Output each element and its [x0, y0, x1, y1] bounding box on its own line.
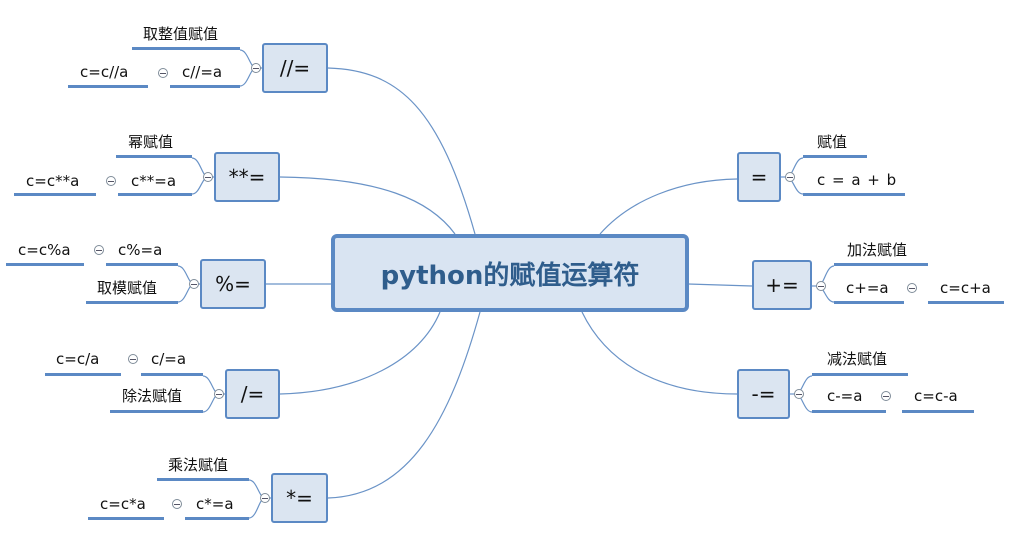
div-desc: 除法赋值 — [122, 387, 183, 405]
collapse-toggle-icon[interactable] — [128, 354, 138, 364]
underline — [132, 47, 240, 50]
assign-desc: 赋值 — [817, 133, 848, 151]
node-div-assign[interactable]: /= — [225, 369, 280, 419]
underline — [834, 301, 904, 304]
mod-right-expr: c%=a — [118, 241, 163, 259]
underline — [803, 193, 905, 196]
underline — [86, 301, 178, 304]
node-floordiv-assign[interactable]: //= — [262, 43, 328, 93]
collapse-toggle-icon[interactable] — [260, 493, 270, 503]
add-right-expr: c=c+a — [940, 279, 991, 297]
collapse-toggle-icon[interactable] — [106, 176, 116, 186]
add-desc: 加法赋值 — [847, 241, 908, 259]
sub-right-expr: c=c-a — [914, 387, 958, 405]
collapse-toggle-icon[interactable] — [907, 283, 917, 293]
underline — [88, 517, 164, 520]
underline — [812, 410, 886, 413]
node-sub-assign[interactable]: -= — [737, 369, 790, 419]
collapse-toggle-icon[interactable] — [172, 499, 182, 509]
floordiv-right-expr: c//=a — [182, 63, 223, 81]
collapse-toggle-icon[interactable] — [794, 389, 804, 399]
floordiv-desc: 取整值赋值 — [143, 25, 219, 43]
underline — [803, 155, 867, 158]
underline — [110, 410, 203, 413]
node-mul-assign[interactable]: *= — [271, 473, 328, 523]
assign-expr: c = a + b — [817, 171, 898, 189]
underline — [902, 410, 974, 413]
node-mul-op: *= — [286, 486, 313, 510]
collapse-toggle-icon[interactable] — [881, 391, 891, 401]
mod-desc: 取模赋值 — [97, 279, 158, 297]
underline — [118, 193, 192, 196]
underline — [141, 373, 203, 376]
mul-desc: 乘法赋值 — [168, 456, 229, 474]
underline — [106, 263, 178, 266]
mod-left-expr: c=c%a — [18, 241, 71, 259]
underline — [68, 85, 148, 88]
node-floordiv-op: //= — [279, 56, 311, 80]
node-mod-op: %= — [215, 272, 251, 296]
collapse-toggle-icon[interactable] — [816, 281, 826, 291]
node-div-op: /= — [240, 382, 265, 406]
node-pow-op: **= — [228, 165, 266, 189]
underline — [928, 301, 1004, 304]
collapse-toggle-icon[interactable] — [214, 389, 224, 399]
collapse-toggle-icon[interactable] — [94, 245, 104, 255]
underline — [14, 193, 96, 196]
node-add-op: += — [765, 273, 799, 297]
collapse-toggle-icon[interactable] — [158, 68, 168, 78]
collapse-toggle-icon[interactable] — [785, 172, 795, 182]
node-assign[interactable]: = — [737, 152, 781, 202]
node-pow-assign[interactable]: **= — [214, 152, 280, 202]
underline — [812, 373, 908, 376]
pow-left-expr: c=c**a — [26, 172, 80, 190]
div-left-expr: c=c/a — [56, 350, 100, 368]
collapse-toggle-icon[interactable] — [189, 279, 199, 289]
underline — [116, 155, 192, 158]
underline — [185, 517, 249, 520]
floordiv-left-expr: c=c//a — [80, 63, 129, 81]
mul-right-expr: c*=a — [196, 495, 234, 513]
pow-desc: 幂赋值 — [128, 133, 174, 151]
node-assign-op: = — [750, 165, 768, 189]
central-topic-title: python的赋值运算符 — [380, 260, 640, 291]
sub-desc: 减法赋值 — [827, 350, 888, 368]
central-topic[interactable]: python的赋值运算符 — [331, 234, 689, 312]
underline — [170, 85, 240, 88]
underline — [45, 373, 121, 376]
node-add-assign[interactable]: += — [752, 260, 812, 310]
collapse-toggle-icon[interactable] — [203, 172, 213, 182]
underline — [834, 263, 928, 266]
collapse-toggle-icon[interactable] — [251, 63, 261, 73]
add-left-expr: c+=a — [846, 279, 889, 297]
underline — [157, 478, 249, 481]
pow-right-expr: c**=a — [131, 172, 177, 190]
node-sub-op: -= — [751, 382, 776, 406]
sub-left-expr: c-=a — [827, 387, 863, 405]
node-mod-assign[interactable]: %= — [200, 259, 266, 309]
underline — [6, 263, 84, 266]
div-right-expr: c/=a — [151, 350, 187, 368]
mul-left-expr: c=c*a — [100, 495, 146, 513]
